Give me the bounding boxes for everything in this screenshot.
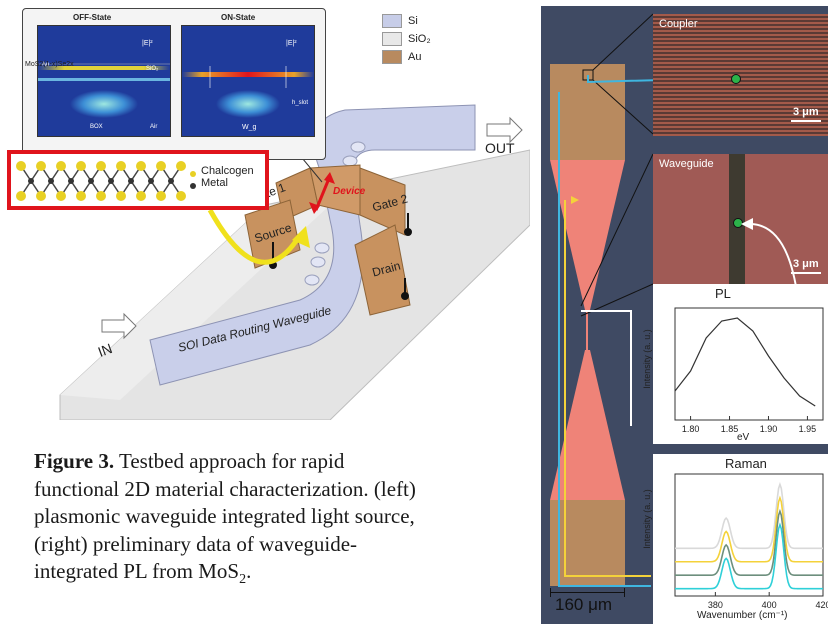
raman-x-tick-label: 400 [762, 600, 777, 610]
raman-series-line-0 [675, 482, 823, 550]
pl-ylabel: Intensity (a. u.) [641, 329, 652, 389]
coupler-image: Coupler 3 μm [653, 14, 828, 136]
pl-x-tick-label: 1.80 [682, 424, 700, 434]
raman-chart-panel: 380 400 420 Raman Wavenumber (cm⁻¹) Intens… [642, 454, 828, 624]
out-label: OUT [485, 140, 515, 156]
mos2-label: MoS2(1-x)Se2x [25, 61, 74, 68]
pl-x-tick-label: 1.95 [799, 424, 817, 434]
gate2-pad [359, 167, 406, 236]
raman-title: Raman [725, 456, 767, 471]
drain-pad [354, 224, 411, 316]
pl-chart-panel: 1.80 1.85 1.90 1.95 PL eV Intensity (a. u.) [642, 284, 828, 444]
legend-item-si: Si [382, 14, 431, 28]
pl-chart: 1.80 1.85 1.90 1.95 [674, 307, 824, 434]
device-schematic: OUT IN Gate 1 Gate 2 Source Drain Device… [0, 0, 530, 420]
coupler-scale-label: 3 μm [793, 106, 819, 118]
raman-x-tick-label: 420 [815, 600, 828, 610]
figure-label: Figure 3. [34, 449, 115, 473]
waveguide-scale-label: 3 μm [793, 258, 819, 270]
raman-chart: 380 400 420 [674, 473, 828, 610]
chalcogen-label: Chalcogen [201, 165, 254, 177]
device-micrograph: 160 μm Coupler 3 μm Waveguide 3 μm [541, 6, 828, 624]
mode-profile-inset: OFF-State ON-State [22, 8, 326, 160]
taper-structure [550, 160, 625, 500]
off-state-title: OFF-State [73, 13, 112, 22]
bottom-gold-pad [550, 500, 625, 586]
main-scale-label: 160 μm [555, 595, 613, 614]
pl-title: PL [715, 286, 731, 301]
raman-xlabel: Wavenumber (cm⁻¹) [697, 610, 788, 621]
raman-series-line-1 [675, 495, 823, 563]
crystal-lattice [16, 161, 196, 201]
raman-x-tick-label: 380 [708, 600, 723, 610]
pl-plot-frame [674, 307, 824, 421]
soi-waveguide [149, 104, 476, 386]
raman-series-line-3 [675, 522, 823, 590]
pl-xlabel: eV [737, 432, 750, 443]
figure-caption: Figure 3. Testbed approach for rapid fun… [34, 449, 416, 588]
pl-series-line [674, 317, 816, 407]
device-label: Device [333, 186, 366, 197]
pl-x-tick-label: 1.85 [721, 424, 739, 434]
metal-label: Metal [201, 177, 228, 189]
off-state-field: |E|² Au SiO₂ BOX Air [37, 25, 171, 137]
raman-series-line-2 [675, 508, 823, 576]
crystal-structure-box: Chalcogen Metal [7, 150, 269, 210]
waveguide-image: Waveguide 3 μm [653, 154, 828, 284]
legend-item-sio2: SiO₂ [382, 32, 431, 46]
material-legend: Si SiO₂ Au [382, 14, 431, 64]
raman-ylabel: Intensity (a. u.) [641, 489, 652, 549]
raman-plot-frame [674, 473, 824, 597]
on-state-title: ON-State [221, 13, 256, 22]
pl-x-tick-label: 1.90 [760, 424, 778, 434]
legend-item-au: Au [382, 50, 431, 64]
on-state-field: |E|² h_slot W_g [181, 25, 315, 137]
